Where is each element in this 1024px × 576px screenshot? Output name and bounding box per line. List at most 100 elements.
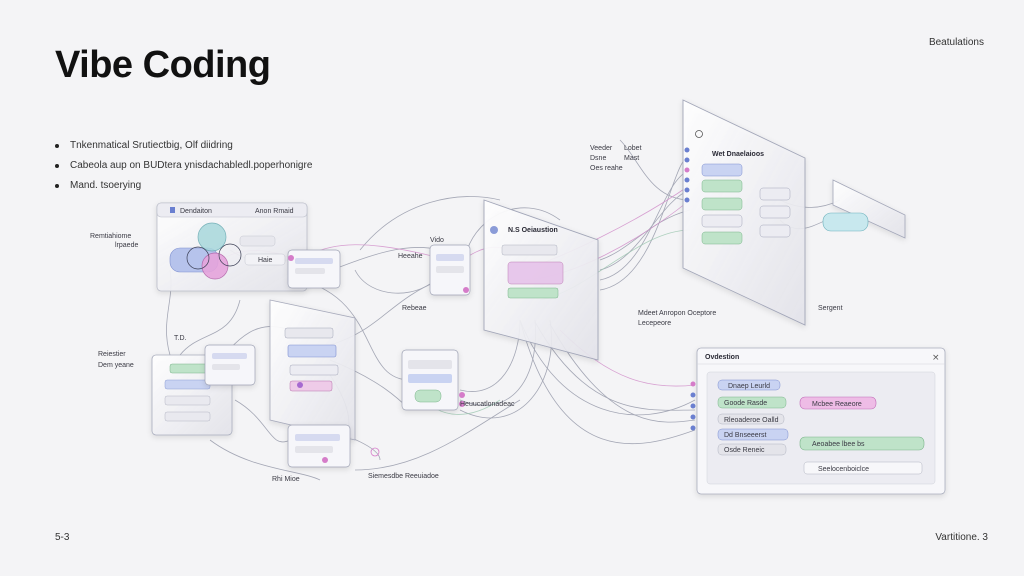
config-input[interactable]: [803, 461, 923, 475]
panel-toolbar-pill[interactable]: [239, 235, 276, 247]
port-dot: [288, 255, 294, 261]
page-title: Vibe Coding: [55, 44, 271, 86]
annotation-label: Oes reahe: [590, 165, 623, 172]
ws-row[interactable]: [759, 205, 791, 219]
port-dot: [463, 287, 469, 293]
annotation-label: Mast: [624, 155, 639, 162]
config-value-pink[interactable]: [799, 396, 877, 410]
annotation-label: Lecepeore: [638, 320, 671, 327]
port-dot: [459, 401, 465, 407]
node-card-row: [212, 364, 240, 370]
venn-node-cluster: [169, 222, 242, 280]
panel-flow-editor: [156, 202, 308, 292]
annotation-label: Dem yeane: [98, 362, 134, 369]
node-card-row: [295, 258, 333, 264]
footer-label: Vartitione. 3: [935, 532, 988, 543]
panel-orchestration-title: N.S Oeiaustion: [508, 227, 558, 234]
stack-row-green[interactable]: [169, 363, 211, 374]
config-row-label: Dnaep Leurld: [728, 383, 770, 390]
process-row-blue[interactable]: [287, 344, 337, 358]
router-row: [436, 266, 464, 273]
annotation-label: T.D.: [174, 335, 187, 342]
bullet-item: Mand. tsoerying: [55, 180, 312, 191]
close-icon[interactable]: ×: [932, 353, 940, 363]
annotation-label: Rhi Mioe: [272, 476, 300, 483]
orch-row-green: [507, 287, 559, 299]
node-card-row: [295, 268, 325, 274]
ws-row-blue[interactable]: [701, 163, 743, 177]
config-row-blue[interactable]: [717, 428, 789, 441]
ws-row-green[interactable]: [701, 197, 743, 211]
transform-row-blue: [408, 374, 452, 383]
config-row[interactable]: [717, 413, 785, 425]
panel-header-icon: [170, 207, 175, 213]
side-card-pill[interactable]: [822, 212, 869, 232]
ws-row-green[interactable]: [701, 231, 743, 245]
config-value-label: Mcbee Reaeore: [812, 401, 862, 408]
orch-row: [501, 244, 558, 256]
node-card-row: [295, 446, 333, 453]
annotation-label: Heeahe: [398, 253, 423, 260]
annotation-label: Reiestier: [98, 351, 126, 358]
annotation-label: lrpaede: [115, 242, 138, 249]
stack-row[interactable]: [164, 395, 211, 406]
config-row-green[interactable]: [717, 396, 787, 409]
orch-row-pink: [507, 261, 564, 285]
brand-logo-text: Beatulations: [928, 37, 984, 48]
node-card-row: [212, 353, 247, 359]
port-column: [684, 147, 690, 203]
router-row: [436, 254, 464, 261]
panel-action-label[interactable]: Anon Rmaid: [255, 208, 294, 215]
config-row[interactable]: [717, 443, 787, 456]
port-dot: [297, 382, 303, 388]
annotation-label: Dsne: [590, 155, 606, 162]
config-row-label: Rleoaderoe Oalld: [724, 417, 779, 424]
stack-row[interactable]: [164, 411, 211, 422]
config-row-blue[interactable]: [717, 379, 781, 391]
panel-workspace: [682, 99, 806, 326]
panel-workspace-title: Wet Dnaelaioos: [712, 151, 764, 158]
panel-orchestration-icon: [490, 226, 498, 234]
annotation-label: Heuucatlonadeac: [460, 401, 515, 408]
page-number: 5-3: [55, 532, 70, 543]
process-row[interactable]: [284, 327, 334, 339]
config-row-label: Goode Rasde: [724, 400, 767, 407]
bullet-item: Tnkenmatical Srutiectbig, Olf diidring: [55, 140, 312, 151]
annotation-label: Lobet: [624, 145, 642, 152]
annotation-label: Rebeae: [402, 305, 427, 312]
config-row-label: Dd Bnseeerst: [724, 432, 766, 439]
config-row-label: Osde Reneic: [724, 447, 765, 454]
annotation-label: Remtiahiome: [90, 233, 131, 240]
panel-node-label: Haie: [258, 257, 273, 264]
panel-configuration-title: Ovdestion: [705, 354, 739, 361]
process-row[interactable]: [289, 364, 339, 376]
ws-row-green[interactable]: [701, 179, 743, 193]
ws-row[interactable]: [759, 224, 791, 238]
port-column: [690, 381, 696, 431]
ws-row[interactable]: [701, 214, 743, 228]
transform-row-green: [414, 389, 442, 403]
node-card-row: [295, 434, 340, 441]
port-dot: [322, 457, 328, 463]
config-value-label: Aeoabee lbee bs: [812, 441, 865, 448]
ws-row[interactable]: [759, 187, 791, 201]
config-input-text: Seelocenboiclce: [818, 466, 869, 473]
bullet-item: Cabeola aup on BUDtera ynisdachabledl.po…: [55, 160, 312, 171]
port-dot: [459, 392, 465, 398]
panel-header-label: Dendaiton: [180, 208, 212, 215]
annotation-label: Sergent: [818, 305, 843, 312]
bullet-list: Tnkenmatical Srutiectbig, Olf diidring C…: [55, 140, 312, 200]
panel-side-card: [832, 179, 906, 239]
transform-row: [408, 360, 452, 369]
annotation-label: Veeder: [590, 145, 613, 152]
panel-node-pill[interactable]: [244, 253, 286, 266]
annotation-label: Vido: [430, 237, 444, 244]
process-row-pink[interactable]: [289, 380, 333, 392]
panel-workspace-icon: [695, 130, 703, 138]
annotation-label: Mdeet Anropon Oceptore: [638, 310, 716, 317]
config-value-green[interactable]: [799, 436, 925, 451]
stack-row-blue[interactable]: [164, 379, 211, 390]
annotation-label: Siemesdbe Reeuiadoe: [368, 473, 439, 480]
port-dot: [370, 447, 380, 457]
